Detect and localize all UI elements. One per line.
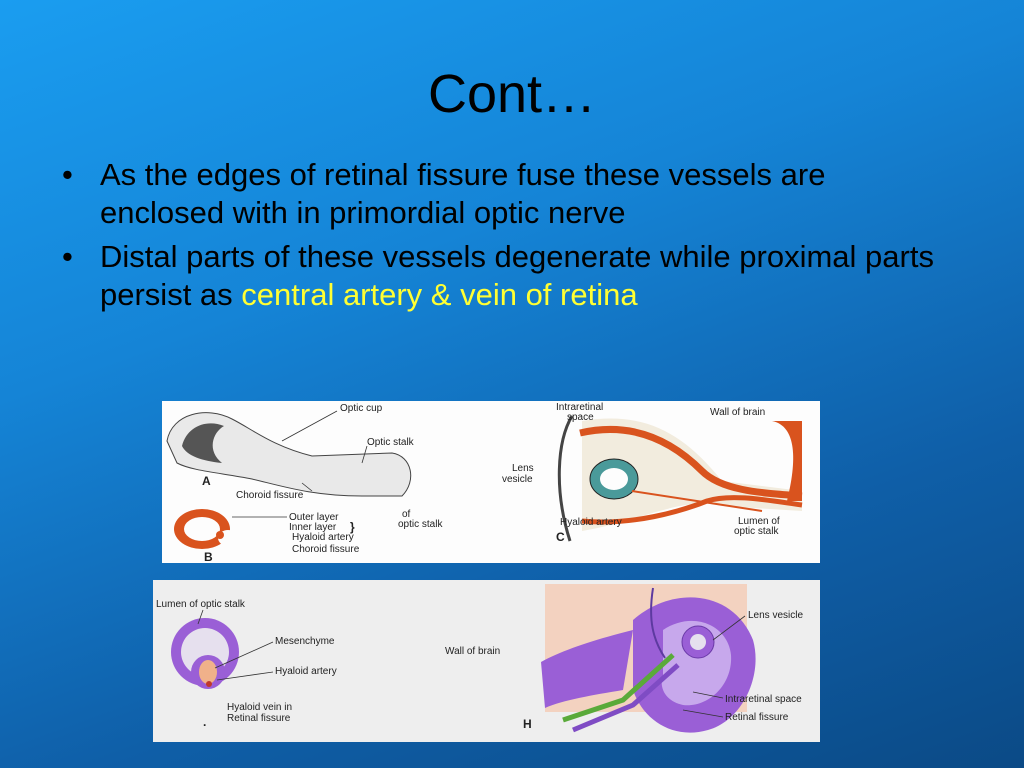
optic-cup-shape (166, 412, 412, 497)
label-wall-of-brain-h: Wall of brain (445, 646, 500, 657)
label-vesicle: vesicle (502, 474, 533, 485)
label-of-optic-stalk: optic stalk (398, 519, 443, 530)
label-panel-h: H (523, 717, 532, 731)
label-of: of (402, 509, 411, 520)
figure-top-drawing: Optic cup Optic stalk Choroid fissure A … (166, 402, 803, 563)
wall-of-brain-shape (772, 421, 802, 501)
label-choroid-fissure-b: Choroid fissure (292, 544, 360, 555)
label-choroid-fissure-a: Choroid fissure (236, 490, 304, 501)
hyaloid-artery-dot (206, 681, 212, 687)
figure-hyaloid-vessels: Lumen of optic stalk Mesenchyme Hyaloid … (153, 580, 820, 742)
label-hyaloid-artery-b: Hyaloid artery (292, 532, 354, 543)
label-space: space (567, 412, 594, 423)
label-hyaloid-artery-c: Hyaloid artery (560, 517, 622, 528)
optic-stalk-3d (541, 630, 633, 708)
brace-glyph: } (350, 520, 355, 534)
label-lumen-of: Lumen of (738, 516, 780, 527)
optic-cup-inner (182, 423, 224, 463)
label-hyaloid-vein-in: Hyaloid vein in (227, 702, 292, 713)
retina-outer-arc (557, 415, 574, 542)
bullet-item: • Distal parts of these vessels degenera… (56, 238, 956, 314)
label-panel-b: B (204, 550, 213, 563)
bullet-text: As the edges of retinal fissure fuse the… (100, 157, 826, 230)
figure-bottom-drawing: Lumen of optic stalk Mesenchyme Hyaloid … (156, 584, 803, 733)
label-outer-layer: Outer layer (289, 512, 339, 523)
label-optic-stalk: Optic stalk (367, 437, 415, 448)
label-lens: Lens (512, 463, 534, 474)
label-intraretinal-space: Intraretinal space (725, 694, 802, 705)
label-optic-cup: Optic cup (340, 403, 383, 414)
label-lens-vesicle: Lens vesicle (748, 610, 803, 621)
label-panel-c: C (556, 530, 565, 544)
bullet-dot-icon: • (62, 239, 73, 274)
bullet-dot-icon: • (62, 157, 73, 192)
figure-optic-stalk-development: Optic cup Optic stalk Choroid fissure A … (162, 401, 820, 563)
slide-title: Cont… (427, 64, 597, 124)
label-retinal-fissure-left: Retinal fissure (227, 713, 291, 724)
retina-layer (579, 426, 803, 500)
label-intraretinal: Intraretinal (556, 402, 603, 413)
label-mesenchyme: Mesenchyme (275, 636, 335, 647)
hyaloid-vessel-green (562, 653, 675, 723)
bullet-highlight: central artery & vein of retina (241, 277, 638, 312)
label-wall-of-brain-c: Wall of brain (710, 407, 765, 418)
hyaloid-vessel-purple (572, 663, 680, 733)
label-dot: . (203, 715, 206, 729)
bullet-list: • As the edges of retinal fissure fuse t… (56, 156, 956, 320)
bullet-text: Distal parts of these vessels degenerate… (100, 239, 934, 312)
label-inner-layer: Inner layer (289, 522, 337, 533)
label-lumen-of-optic-stalk: Lumen of optic stalk (156, 599, 246, 610)
label-retinal-fissure-right: Retinal fissure (725, 712, 789, 723)
label-panel-a: A (202, 474, 211, 488)
label-optic-stalk-c: optic stalk (734, 526, 779, 537)
mesenchyme (199, 660, 217, 684)
bullet-item: • As the edges of retinal fissure fuse t… (56, 156, 956, 232)
label-hyaloid-artery-left: Hyaloid artery (275, 666, 337, 677)
